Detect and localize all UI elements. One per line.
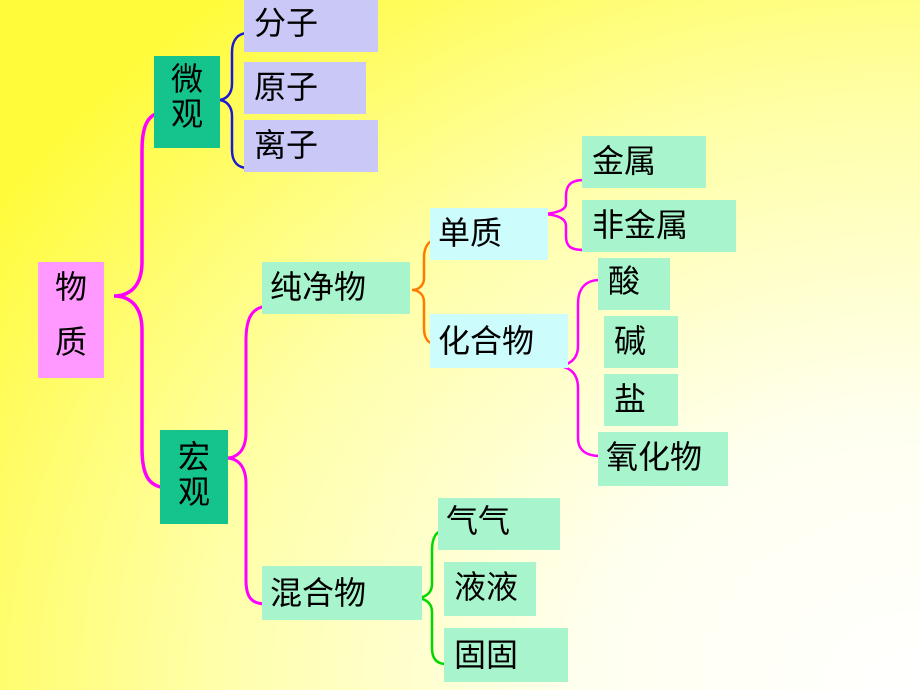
node-hongguan: 宏 观 (160, 430, 228, 524)
node-jinshu: 金属 (582, 136, 706, 188)
brace-hongguan (225, 304, 271, 606)
brace-huahewu (555, 278, 601, 458)
node-suan: 酸 (598, 258, 670, 310)
node-yeye: 液液 (444, 562, 536, 616)
node-yanghuawu: 氧化物 (598, 432, 728, 486)
node-wuzhi: 物 质 (38, 262, 104, 378)
node-weiguan-char2: 观 (170, 95, 203, 134)
node-lizi: 离子 (244, 120, 378, 172)
node-weiguan: 微 观 (154, 56, 220, 148)
node-weiguan-char1: 微 (170, 60, 203, 98)
brace-chunjingwu (411, 238, 437, 346)
node-wuzhi-char1: 物 (54, 268, 87, 306)
node-hunhewu: 混合物 (262, 566, 422, 620)
node-huahewu: 化合物 (430, 314, 568, 368)
node-yan: 盐 (604, 374, 678, 426)
node-jian: 碱 (604, 316, 678, 368)
node-hongguan-char2: 观 (177, 473, 210, 512)
node-gugu: 固固 (444, 628, 568, 682)
node-hongguan-char1: 宏 (177, 438, 210, 476)
node-qiqi: 气气 (438, 498, 560, 550)
node-feijinshu: 非金属 (582, 200, 736, 252)
node-yuanzi: 原子 (244, 62, 366, 114)
node-chunjingwu: 纯净物 (262, 262, 410, 314)
node-danzhi: 单质 (430, 208, 548, 260)
node-fenzi: 分子 (244, 0, 378, 52)
brace-wuzhi (113, 110, 171, 490)
node-wuzhi-char2: 质 (54, 323, 87, 362)
